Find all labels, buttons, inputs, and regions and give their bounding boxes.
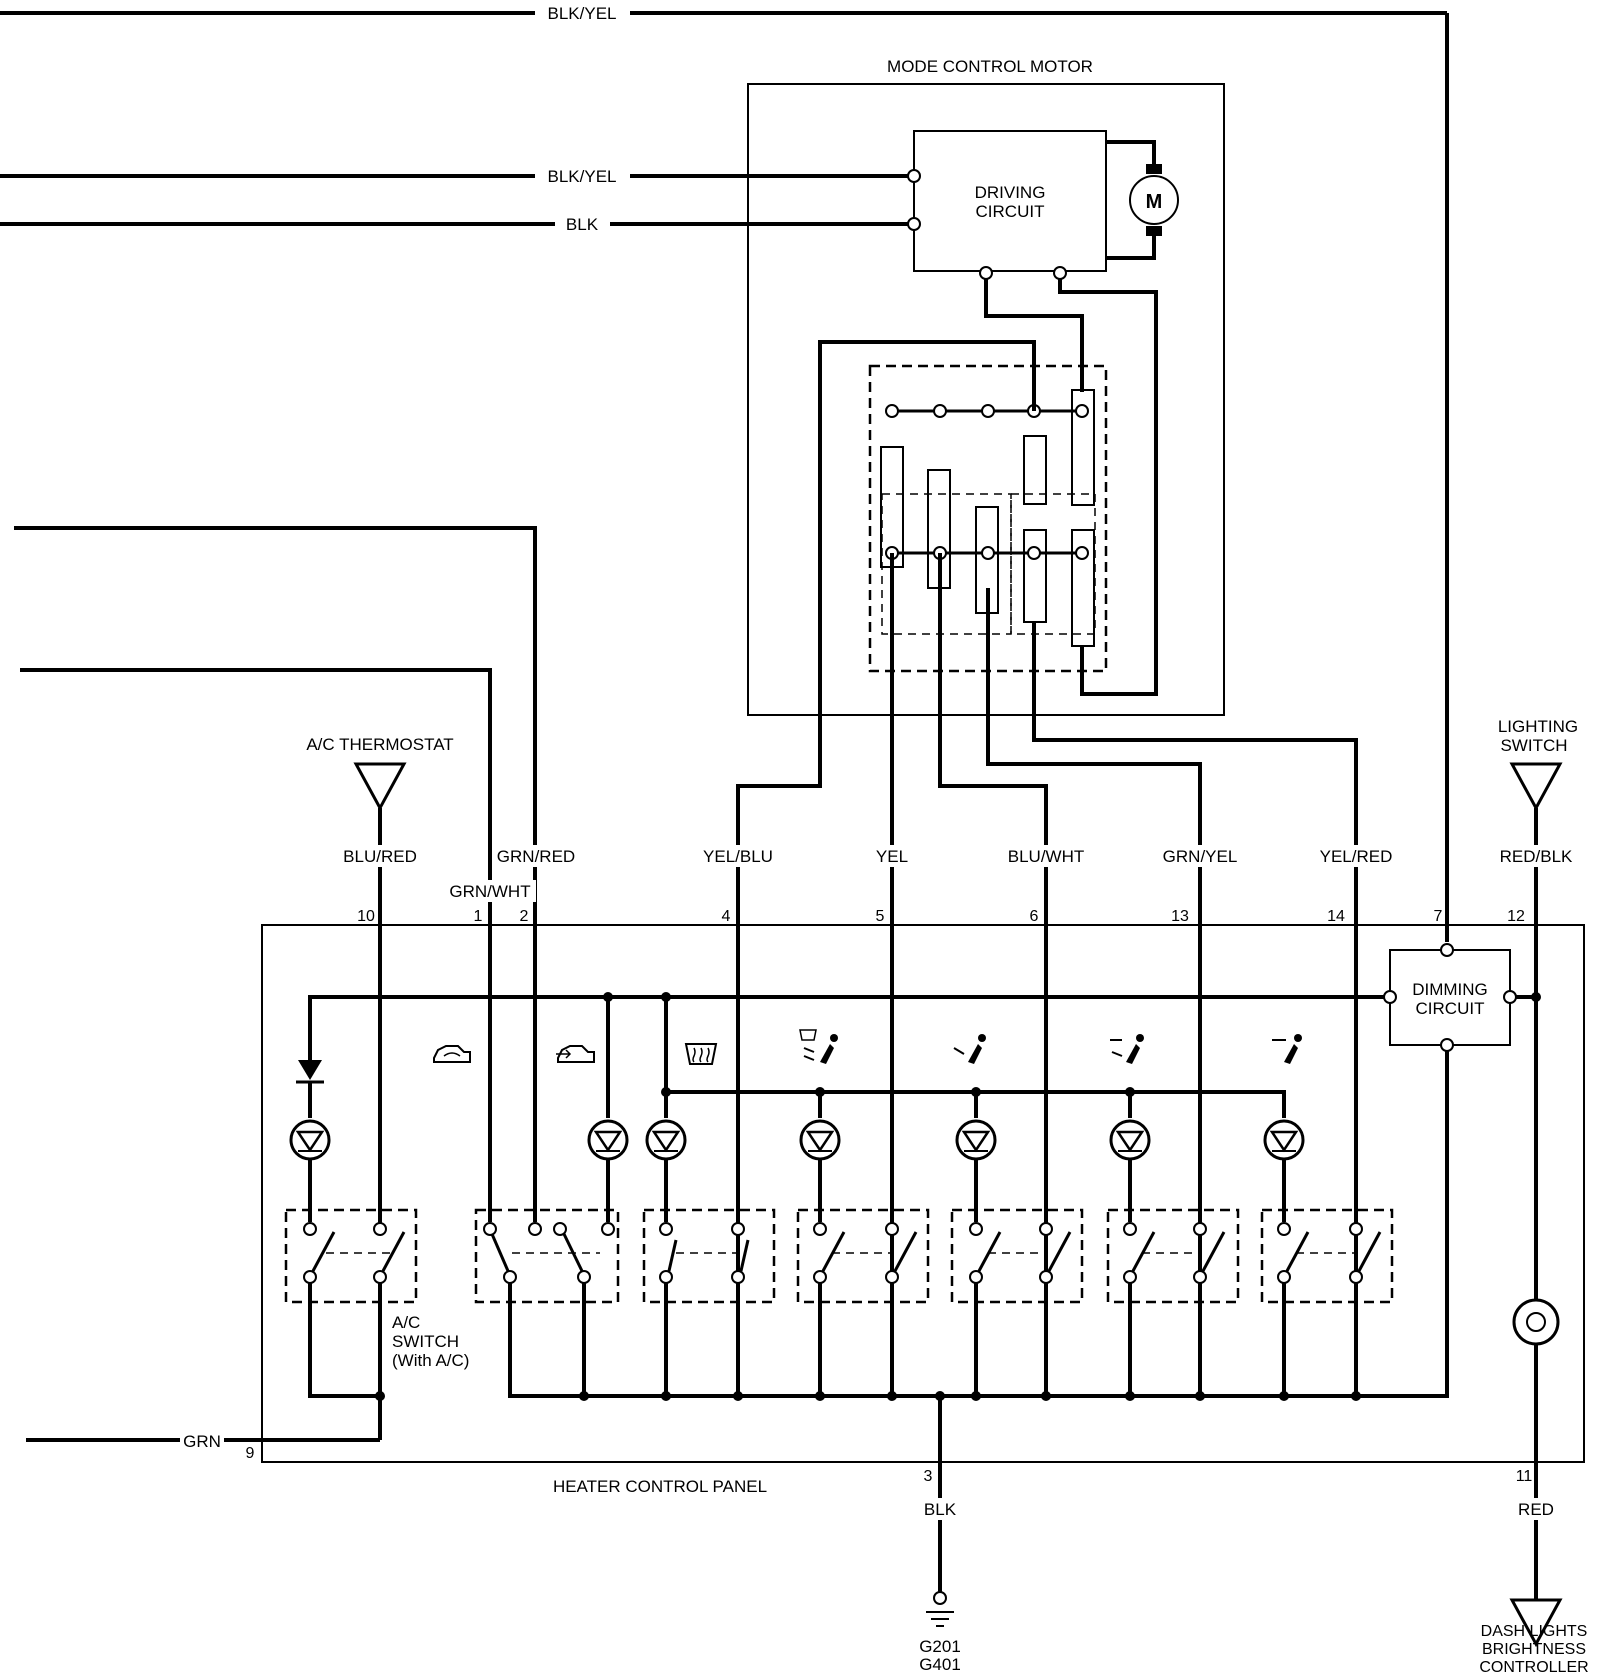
switch-blocks: A/C SWITCH (With A/C) [284, 1208, 1394, 1370]
mode-switch-defrost [642, 1208, 776, 1304]
driving-circuit-label-2: CIRCUIT [976, 202, 1045, 221]
yel-blu-label: YEL/BLU [703, 847, 773, 866]
blk-ground-label: BLK [924, 1500, 957, 1519]
heater-control-panel: HEATER CONTROL PANEL [261, 924, 1585, 1496]
grn-yel-label: GRN/YEL [1163, 847, 1238, 866]
diode-icon [296, 1060, 324, 1118]
yel-red-label: YEL/RED [1320, 847, 1393, 866]
pin-numbers: 10 1 2 4 5 6 13 14 7 12 9 3 11 [246, 908, 1533, 1485]
driving-circuit-box [913, 130, 1107, 272]
pin-2: 2 [520, 908, 529, 925]
mode-switch-bi-level [1106, 1208, 1240, 1304]
yel-label: YEL [876, 847, 908, 866]
pin-11: 11 [1516, 1468, 1533, 1485]
defrost-floor-icon [799, 1029, 838, 1064]
blu-red-label: BLU/RED [343, 847, 417, 866]
top-blk-yel-label: BLK/YEL [548, 4, 617, 23]
dash-lights-label-3: CONTROLLER [1479, 1659, 1588, 1674]
ac-switch-label-3: (With A/C) [392, 1351, 469, 1370]
ac-switch-label-1: A/C [392, 1313, 420, 1332]
ground-label-1: G201 [919, 1637, 961, 1656]
defrost-icon [684, 1043, 718, 1065]
pin-13: 13 [1171, 908, 1189, 925]
motor-label: M [1146, 191, 1163, 213]
recirc-fresh-switch [474, 1208, 620, 1304]
mode-switch-floor [950, 1208, 1084, 1304]
dash-lights-label-1: DASH LIGHTS [1481, 1623, 1588, 1640]
motor-blk-label: BLK [566, 215, 599, 234]
recirculate-icon [433, 1045, 471, 1063]
led-icon [1109, 1119, 1151, 1161]
vent-icon [1272, 1034, 1302, 1064]
pin-10: 10 [357, 908, 375, 925]
led-icon [645, 1119, 687, 1161]
ac-switch: A/C SWITCH (With A/C) [284, 1208, 469, 1370]
pin-14: 14 [1327, 908, 1345, 925]
mode-icons [433, 1029, 1302, 1065]
grn-label: GRN [183, 1432, 221, 1451]
pin-12: 12 [1507, 908, 1525, 925]
dash-lights-controller [1509, 1598, 1563, 1648]
mode-switch-defrost-floor [796, 1208, 930, 1304]
led-icon [1263, 1119, 1305, 1161]
lighting-switch-label-1: LIGHTING [1498, 717, 1578, 736]
dash-lights-label-2: BRIGHTNESS [1482, 1641, 1586, 1658]
dimming-circuit-label-1: DIMMING [1412, 980, 1488, 999]
grn-red-label: GRN/RED [497, 847, 575, 866]
grn-wht-label: GRN/WHT [449, 882, 530, 901]
pin-7: 7 [1434, 908, 1443, 925]
mode-control-motor: MODE CONTROL MOTOR DRIVING CIRCUIT M BLK… [0, 57, 1225, 718]
lighting-switch-label-2: SWITCH [1500, 736, 1567, 755]
ac-thermostat-label: A/C THERMOSTAT [306, 735, 453, 754]
led-icon [289, 1119, 331, 1161]
motor-symbol: M [1106, 140, 1179, 260]
ground-connection: BLK G201 G401 [918, 1396, 962, 1674]
led-icon [799, 1119, 841, 1161]
bi-level-icon [1110, 1034, 1144, 1064]
blu-wht-label: BLU/WHT [1008, 847, 1085, 866]
dash-light-bulb-icon [1512, 1298, 1560, 1346]
bus-junctions [579, 1391, 1361, 1401]
driving-circuit-label-1: DRIVING [975, 183, 1046, 202]
pin-3: 3 [924, 1468, 933, 1485]
pin-6: 6 [1030, 908, 1039, 925]
pin-5: 5 [876, 908, 885, 925]
top-blk-yel-wire: BLK/YEL [0, 4, 1449, 942]
fresh-air-icon [556, 1045, 595, 1063]
motor-blk-yel-label: BLK/YEL [548, 167, 617, 186]
ac-switch-label-2: SWITCH [392, 1332, 459, 1351]
indicator-leds [289, 1119, 1305, 1161]
heater-control-panel-label: HEATER CONTROL PANEL [553, 1477, 767, 1496]
led-icon [587, 1119, 629, 1161]
pin-4: 4 [722, 908, 731, 925]
led-icon [955, 1119, 997, 1161]
mode-switch-vent [1260, 1208, 1394, 1304]
ac-thermostat: A/C THERMOSTAT [306, 735, 454, 1229]
red-blk-label: RED/BLK [1500, 847, 1573, 866]
lighting-switch: LIGHTING SWITCH [1498, 717, 1578, 1600]
mode-control-motor-label: MODE CONTROL MOTOR [887, 57, 1093, 76]
pin-1: 1 [474, 908, 483, 925]
dimming-circuit: DIMMING CIRCUIT [1356, 943, 1541, 1398]
floor-icon [953, 1034, 986, 1064]
pin-9: 9 [246, 1445, 255, 1462]
red-label: RED [1518, 1500, 1554, 1519]
wire-labels: BLU/RED GRN/RED GRN/WHT YEL/BLU YEL BLU/… [334, 845, 1580, 902]
ground-label-2: G401 [919, 1655, 961, 1674]
dimming-circuit-label-2: CIRCUIT [1416, 999, 1485, 1018]
